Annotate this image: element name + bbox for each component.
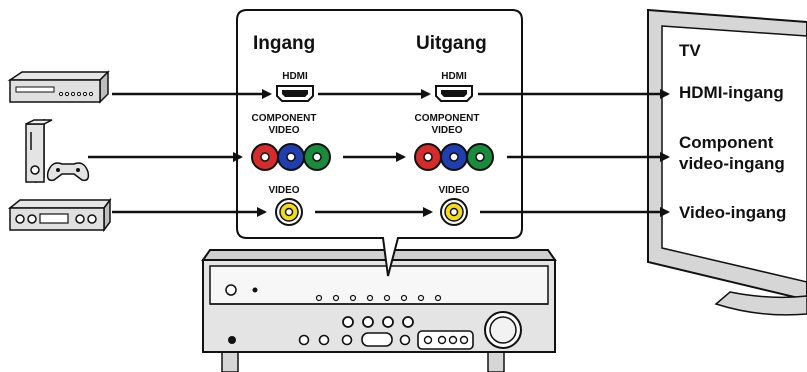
- tv-icon: [647, 8, 807, 316]
- av-receiver-icon: [201, 249, 557, 372]
- component-out-jacks: [414, 143, 494, 171]
- tv-title: TV: [679, 41, 701, 60]
- component-out-label-line2: VIDEO: [431, 125, 462, 136]
- input-heading: Ingang: [253, 33, 315, 54]
- disc-player-icon: [7, 70, 110, 104]
- video-out-label: VIDEO: [438, 185, 469, 196]
- tv-video-input-label: Video-ingang: [679, 203, 786, 222]
- hdmi-in-port: [276, 85, 314, 102]
- video-in-label: VIDEO: [268, 185, 299, 196]
- tv-component-label-line2: video-ingang: [679, 154, 785, 173]
- hdmi-out-port: [435, 85, 473, 102]
- game-console-icon: [25, 118, 90, 184]
- component-in-label-line1: COMPONENT: [252, 113, 317, 124]
- component-in-label-line2: VIDEO: [268, 125, 299, 136]
- tv-hdmi-input-label: HDMI-ingang: [679, 83, 784, 102]
- component-in-jacks: [251, 143, 331, 171]
- hdmi-in-label: HDMI: [282, 71, 308, 82]
- video-recorder-icon: [7, 197, 112, 233]
- tv-component-label-line1: Component: [679, 133, 774, 152]
- output-heading: Uitgang: [416, 33, 487, 54]
- component-out-label-line1: COMPONENT: [415, 113, 480, 124]
- video-in-jack: [275, 198, 303, 226]
- video-out-jack: [440, 198, 468, 226]
- hdmi-out-label: HDMI: [441, 71, 467, 82]
